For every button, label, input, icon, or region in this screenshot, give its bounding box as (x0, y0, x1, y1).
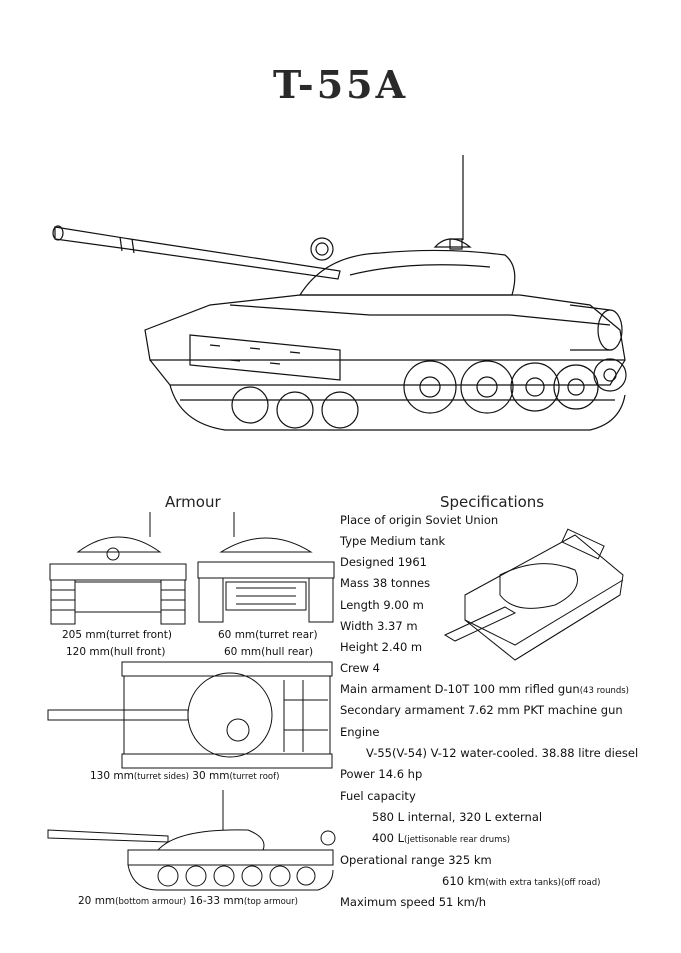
spec-fuel-1: 580 L internal, 320 L external (372, 810, 543, 824)
main-armament-note: (43 rounds) (579, 686, 629, 696)
specifications-heading: Specifications (440, 493, 545, 511)
turret-roof-value: 30 mm (188, 770, 230, 782)
spec-speed: Maximum speed 51 km/h (340, 895, 487, 909)
spec-fuel-label: Fuel capacity (340, 789, 416, 803)
bottom-armour-value: 20 mm (78, 895, 116, 907)
armour-front-caption-1: 205 mm(turret front) (62, 629, 172, 641)
page-title: T-55A (272, 62, 409, 107)
armour-front-caption-2: 120 mm(hull front) (66, 646, 166, 658)
bottom-armour-note: (bottom armour) (115, 897, 187, 907)
spec-main-armament: Main armament D-10T 100 mm rifled gun(43… (340, 679, 629, 702)
spec-fuel-2: 400 L(jettisonable rear drums) (372, 828, 510, 851)
spec-engine-value: V-55(V-54) V-12 water-cooled. 38.88 litr… (366, 746, 639, 760)
tank-isometric-view (445, 535, 625, 665)
range-2-note: (with extra tanks)(off road) (485, 878, 601, 888)
tank-side-view (48, 790, 338, 895)
armour-top-caption: 130 mm(turret sides) 30 mm(turret roof) (90, 770, 279, 782)
turret-sides-note: (turret sides) (133, 772, 189, 782)
spec-designed: Designed 1961 (340, 555, 428, 569)
tank-rear-view (196, 512, 336, 627)
spec-crew: Crew 4 (340, 661, 380, 675)
range-2-text: 610 km (442, 874, 486, 888)
main-armament-text: Main armament D-10T 100 mm rifled gun (340, 682, 580, 696)
spec-length: Length 9.00 m (340, 598, 424, 612)
spec-power: Power 14.6 hp (340, 767, 423, 781)
spec-mass: Mass 38 tonnes (340, 576, 431, 590)
tank-front-view (48, 512, 188, 627)
top-armour-value: 16-33 mm (186, 895, 244, 907)
spec-height: Height 2.40 m (340, 640, 423, 654)
armour-heading: Armour (165, 493, 221, 511)
fuel-2-text: 400 L (372, 831, 405, 845)
fuel-2-note: (jettisonable rear drums) (404, 835, 511, 845)
turret-roof-note: (turret roof) (229, 772, 280, 782)
spec-range: Operational range 325 km (340, 853, 492, 867)
spec-engine-label: Engine (340, 725, 380, 739)
armour-rear-caption-2: 60 mm(hull rear) (224, 646, 314, 658)
top-armour-note: (top armour) (243, 897, 298, 907)
spec-secondary-armament: Secondary armament 7.62 mm PKT machine g… (340, 703, 623, 717)
spec-width: Width 3.37 m (340, 619, 418, 633)
tank-main-illustration (50, 155, 640, 445)
turret-sides-value: 130 mm (90, 770, 134, 782)
spec-range-2: 610 km(with extra tanks)(off road) (442, 871, 600, 894)
road-wheels (232, 359, 626, 428)
tank-top-view (48, 660, 338, 770)
spec-origin: Place of origin Soviet Union (340, 513, 499, 527)
armour-rear-caption-1: 60 mm(turret rear) (218, 629, 318, 641)
armour-side-caption: 20 mm(bottom armour) 16-33 mm(top armour… (78, 895, 298, 907)
spec-type: Type Medium tank (340, 534, 446, 548)
